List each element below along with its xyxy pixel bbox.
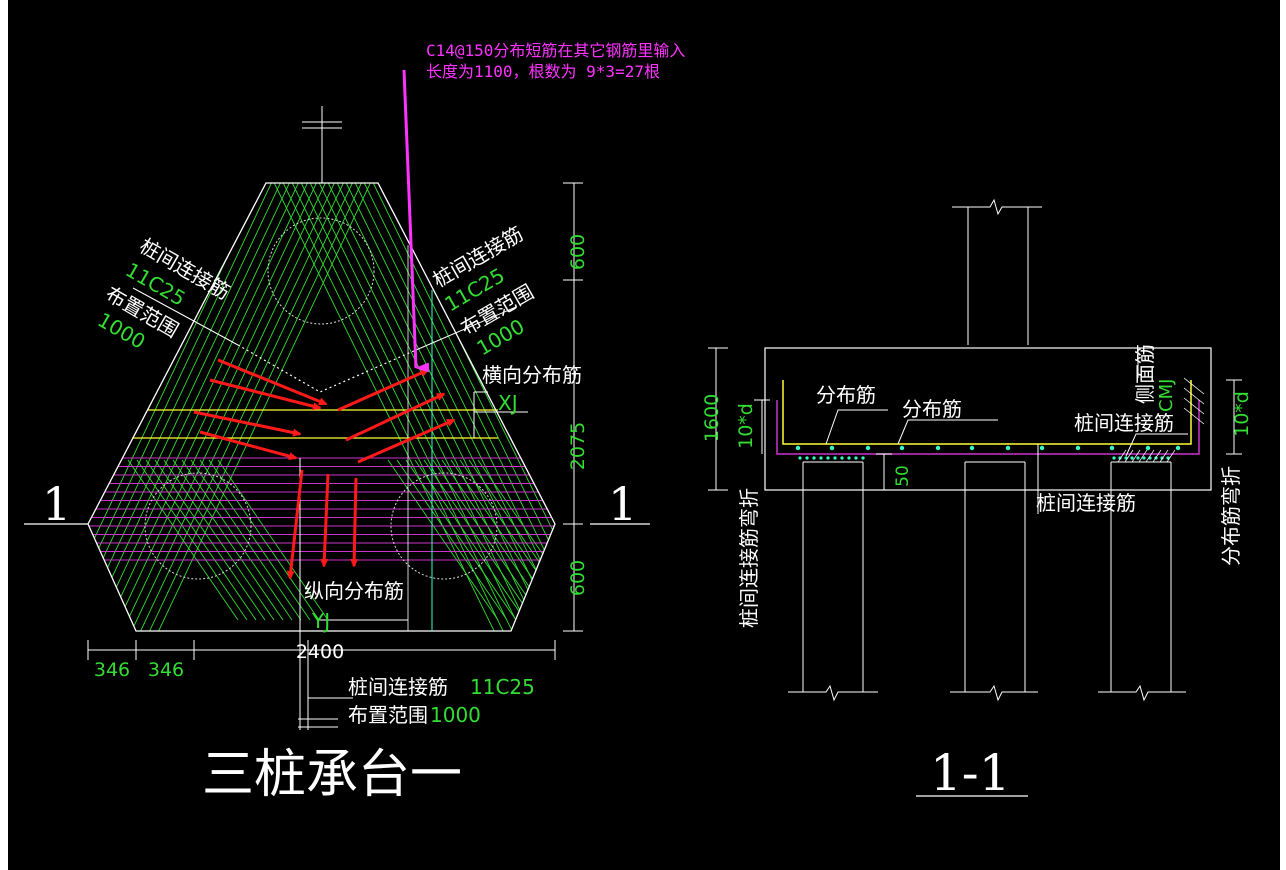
section-side-bar-label: 侧面筋 [1133, 344, 1157, 404]
section-dim-left-bend: 10*d [735, 403, 757, 449]
dim-left-2: 346 [148, 659, 184, 681]
section-side-bar-code: CMJ [1156, 379, 1177, 412]
dim-left-1: 346 [94, 659, 130, 681]
section-pile-link-bottom: 桩间连接筋 [1036, 491, 1136, 515]
section-cap-outline [764, 347, 1212, 491]
plan-view [24, 69, 650, 730]
bottom-link-bar-label: 桩间连接筋 [348, 675, 448, 699]
longitudinal-label: 纵向分布筋 [304, 579, 404, 603]
bottom-range-label: 布置范围 [348, 703, 428, 727]
bottom-range-value: 1000 [430, 703, 481, 727]
note-arrow [402, 69, 430, 373]
section-dim-right-bend: 10*d [1231, 391, 1253, 437]
cad-drawing: C14@150分布短筋在其它钢筋里输入 长度为1100，根数为 9*3=27根 … [24, 41, 1253, 805]
section-distribution-label-2: 分布筋 [902, 397, 962, 421]
transverse-code: XJ [498, 391, 518, 415]
plan-title: 三桩承台一 [202, 745, 462, 805]
section-piles [788, 461, 1186, 702]
section-pile-link-top: 桩间连接筋 [1074, 411, 1174, 435]
rebar-direction-arrows [193, 358, 454, 578]
transverse-label: 横向分布筋 [482, 363, 582, 387]
section-bar-dots [795, 445, 1181, 460]
section-distribution-label-1: 分布筋 [816, 383, 876, 407]
drawing-canvas[interactable]: C14@150分布短筋在其它钢筋里输入 长度为1100，根数为 9*3=27根 … [8, 0, 1280, 870]
section-dim-height: 1600 [701, 394, 723, 442]
dim-middle: 2075 [567, 422, 589, 470]
pile-circle-top [267, 217, 375, 325]
section-view [708, 198, 1242, 797]
section-mark-left: 1 [42, 477, 71, 531]
pile-circle-left [144, 472, 252, 580]
dim-top: 600 [567, 234, 589, 270]
note-line-2: 长度为1100，根数为 9*3=27根 [426, 62, 660, 81]
dim-bottom: 600 [567, 560, 589, 596]
longitudinal-code: YJ [311, 609, 330, 633]
section-dim-cover: 50 [893, 465, 913, 487]
note-line-1: C14@150分布短筋在其它钢筋里输入 [426, 41, 685, 60]
section-mark-right: 1 [608, 477, 637, 531]
pile-circle-right [390, 472, 498, 580]
section-left-bend-label: 桩间连接筋弯折 [737, 488, 761, 628]
section-right-bend-label: 分布筋弯折 [1219, 466, 1243, 566]
bottom-link-bar-spec: 11C25 [470, 675, 535, 699]
section-title: 1-1 [930, 744, 1011, 802]
dim-width: 2400 [296, 641, 344, 663]
